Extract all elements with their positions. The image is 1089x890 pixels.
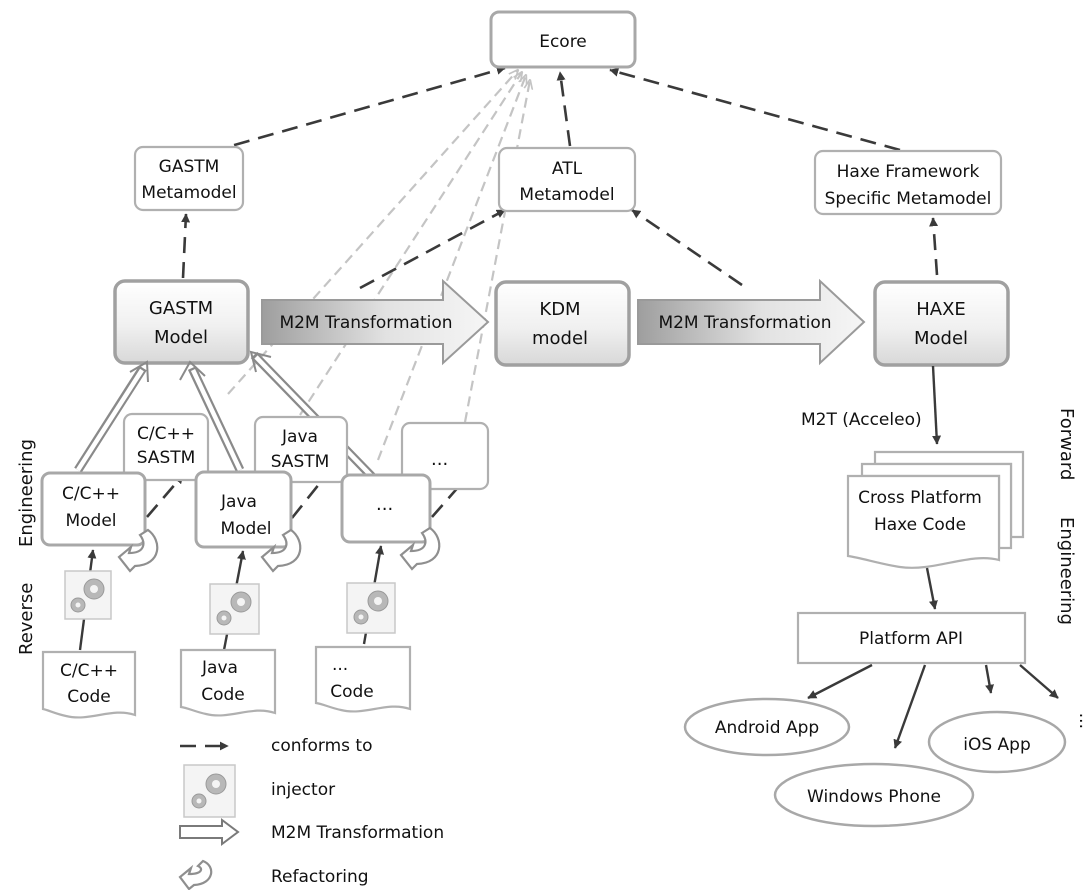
m2m-arrow-gastm-to-kdm: M2M Transformation [261,278,490,366]
android-app-node: Android App [683,697,851,757]
m2t-label: M2T (Acceleo) [801,410,922,430]
etc-code-line2: Code [330,682,374,702]
haxe-metamodel-line1: Haxe Framework [837,162,980,182]
m2m-label-1: M2M Transformation [279,313,452,333]
java-sastm-node: Java SASTM [253,415,349,484]
cpp-model-line2: Model [65,511,116,531]
more-apps-label: ... [1075,713,1089,729]
forward-side-label: Forward [1056,408,1077,480]
cpp-sastm-node: C/C++ SASTM [122,412,210,482]
cross-platform-line1: Cross Platform [858,488,982,508]
etc-code-document: ... Code [314,645,412,713]
java-code-line1: Java [201,658,238,678]
gastm-model-line1: GASTM [149,298,213,319]
gastm-metamodel-line1: GASTM [159,157,220,177]
kdm-model-node: KDM model [494,280,631,367]
legend-m2m-label: M2M Transformation [271,823,444,843]
conformance-arrows [146,65,939,519]
injector-gears-icon [209,583,260,635]
atl-metamodel-line1: ATL [552,159,583,179]
java-code-document: Java Code [179,648,277,717]
haxe-model-node: HAXE Model [873,280,1010,367]
legend-m2m: M2M Transformation [179,818,444,846]
java-model-line1: Java [220,492,257,512]
windows-phone-label: Windows Phone [807,787,941,807]
etc-model-node: ... [340,473,432,544]
cpp-code-document: C/C++ Code [41,650,137,719]
etc-code-line1: ... [332,655,348,675]
java-code-line2: Code [201,685,245,705]
cpp-sastm-line1: C/C++ [137,424,195,444]
atl-metamodel-line2: Metamodel [519,185,614,205]
sastm-conformance-lines [227,70,530,461]
windows-phone-node: Windows Phone [773,762,975,828]
m2m-hollow-arrows [74,350,389,494]
cpp-model-node: C/C++ Model [40,471,147,547]
haxe-metamodel-node: Haxe Framework Specific Metamodel [813,149,1003,216]
java-model-line2: Model [220,519,271,539]
kdm-model-line2: model [532,328,588,349]
java-sastm-line2: SASTM [271,452,330,472]
cpp-code-line1: C/C++ [60,661,118,681]
legend-conforms-to-label: conforms to [271,736,373,756]
arrow-to-platform-api [925,567,938,610]
m2m-arrow-kdm-to-haxe: M2M Transformation [637,278,866,366]
cpp-code-line2: Code [67,687,111,707]
android-app-label: Android App [715,718,819,738]
ios-app-label: iOS App [963,735,1031,755]
cpp-sastm-line2: SASTM [137,448,196,468]
gastm-metamodel-node: GASTM Metamodel [133,145,245,212]
m2m-label-2: M2M Transformation [658,313,831,333]
platform-arrows [807,663,1059,749]
platform-api-label: Platform API [859,629,963,649]
engineering-right-side-label: Engineering [1056,517,1077,625]
gastm-metamodel-line2: Metamodel [141,183,236,203]
cpp-model-line1: C/C++ [62,484,120,504]
gastm-model-node: GASTM Model [113,279,250,365]
atl-metamodel-node: ATL Metamodel [497,146,637,213]
etc-sastm-node: ... [400,421,490,491]
java-model-node: Java Model [194,470,293,549]
kdm-model-line1: KDM [539,299,580,320]
ecore-node: Ecore [489,10,637,69]
cross-platform-line2: Haxe Code [874,515,966,535]
ecore-label: Ecore [539,32,587,52]
legend-injector: injector [183,764,335,818]
legend-conforms-to: conforms to [180,736,373,756]
etc-model-label: ... [376,494,393,515]
legend-refactoring: Refactoring [178,859,369,890]
legend: conforms to injector M2M Transformation … [178,736,444,890]
refactoring-loops [117,526,441,573]
ios-app-node: iOS App [927,710,1067,774]
legend-injector-label: injector [271,780,335,800]
legend-refactoring-label: Refactoring [271,867,369,887]
reverse-side-label: Reverse [16,583,37,655]
haxe-model-line2: Model [914,328,968,349]
haxe-metamodel-line2: Specific Metamodel [825,189,992,209]
cross-platform-code-document: Cross Platform Haxe Code [846,450,1025,569]
engineering-left-side-label: Engineering [16,439,37,547]
injector-gears-icon [64,570,112,620]
injector-gears-icon [346,582,396,634]
m2t-arrow: M2T (Acceleo) [801,365,942,445]
etc-sastm-label: ... [431,449,448,470]
haxe-model-line1: HAXE [916,299,966,320]
gastm-model-line2: Model [154,327,208,348]
java-sastm-line1: Java [281,427,318,447]
platform-api-node: Platform API [796,611,1027,665]
